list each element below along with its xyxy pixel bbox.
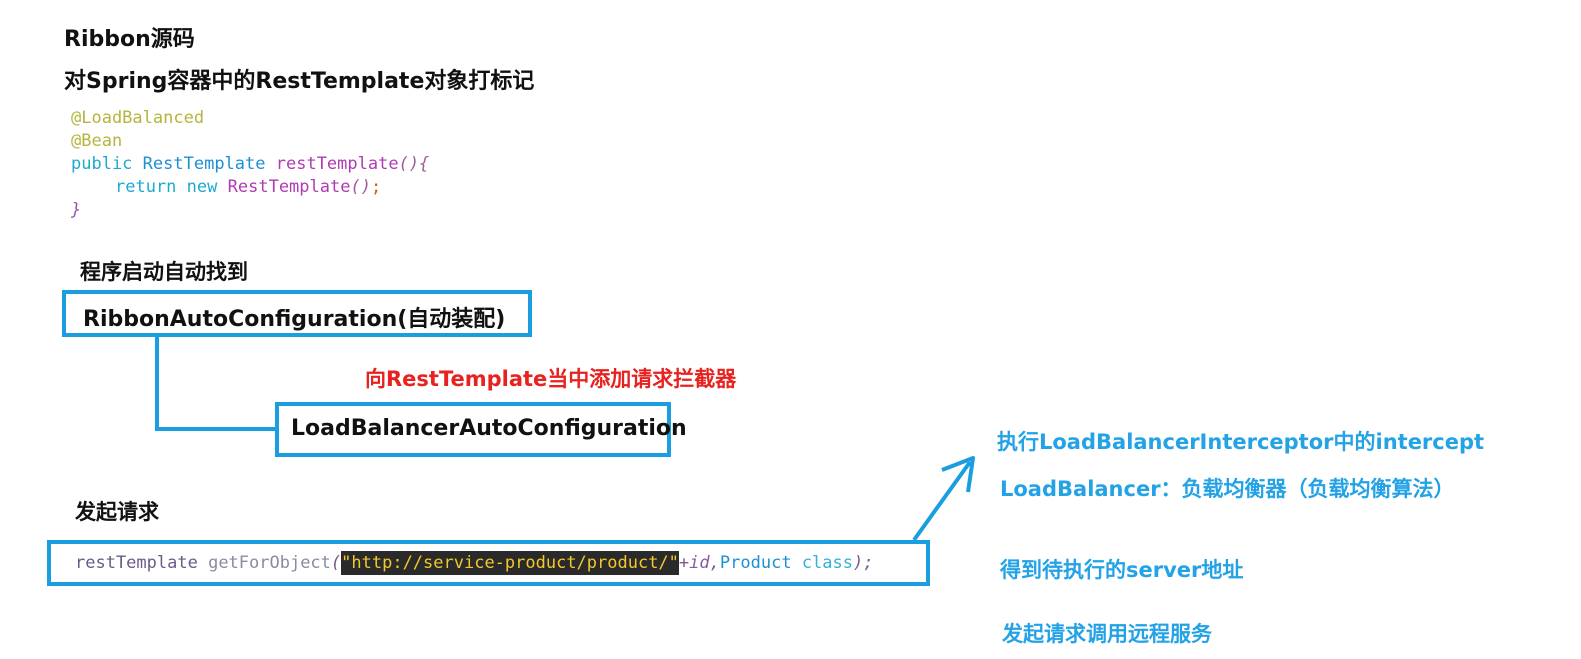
code-line-5: } [71, 199, 429, 222]
closing-brace: } [71, 200, 82, 220]
code-get-for-object: getForObject [208, 553, 331, 573]
page-subtitle: 对Spring容器中的RestTemplate对象打标记 [64, 69, 535, 94]
note-loadbalancer: LoadBalancer：负载均衡器（负载均衡算法） [1000, 477, 1455, 501]
code-product: Product [719, 553, 792, 573]
code-url-string: "http://service-product/product/" [341, 551, 679, 575]
interceptor-note: 向RestTemplate当中添加请求拦截器 [365, 367, 737, 391]
code-line-4: return new RestTemplate(); [71, 176, 429, 199]
ribbon-autoconfig-label: RibbonAutoConfiguration(自动装配) [83, 307, 506, 332]
code-class: class [801, 553, 853, 573]
note-server-address: 得到待执行的server地址 [1000, 558, 1244, 582]
note-intercept: 执行LoadBalancerInterceptor中的intercept [997, 430, 1485, 454]
loadbalancer-autoconfig-label: LoadBalancerAutoConfiguration [291, 416, 687, 441]
constructor-parens: () [350, 177, 371, 197]
constructor-call: RestTemplate [227, 177, 351, 197]
keyword-return: return [115, 177, 177, 197]
code-line-3: public RestTemplate restTemplate(){ [71, 153, 429, 176]
note-remote-call: 发起请求调用远程服务 [1002, 622, 1212, 646]
request-label: 发起请求 [75, 500, 159, 524]
code-block: @LoadBalanced @Bean public RestTemplate … [71, 107, 429, 222]
annotation-bean: @Bean [71, 131, 123, 151]
code-close: ); [853, 553, 874, 573]
page-title: Ribbon源码 [64, 27, 195, 52]
code-open-paren: ( [330, 553, 342, 573]
code-plus: + [678, 553, 690, 573]
type-resttemplate: RestTemplate [142, 154, 266, 174]
request-code-line: restTemplate getForObject("http://servic… [75, 551, 874, 575]
code-line-2: @Bean [71, 130, 429, 153]
method-parens: (){ [398, 154, 430, 174]
arrow-shaft [912, 460, 972, 542]
code-rest-template: restTemplate [75, 553, 198, 573]
code-line-1: @LoadBalanced [71, 107, 429, 130]
keyword-new: new [186, 177, 218, 197]
ribbon-autoconfig-box: RibbonAutoConfiguration(自动装配) [62, 290, 532, 337]
startup-label: 程序启动自动找到 [80, 260, 248, 284]
arrow-head-icon [941, 456, 975, 493]
semicolon: ; [370, 177, 382, 197]
keyword-public: public [71, 154, 133, 174]
annotation-loadbalanced: @LoadBalanced [71, 108, 205, 128]
loadbalancer-autoconfig-box: LoadBalancerAutoConfiguration [275, 402, 687, 457]
code-id: id [689, 553, 710, 573]
request-code-box: restTemplate getForObject("http://servic… [47, 540, 930, 586]
code-comma: , [709, 553, 720, 573]
method-name: restTemplate [275, 154, 399, 174]
